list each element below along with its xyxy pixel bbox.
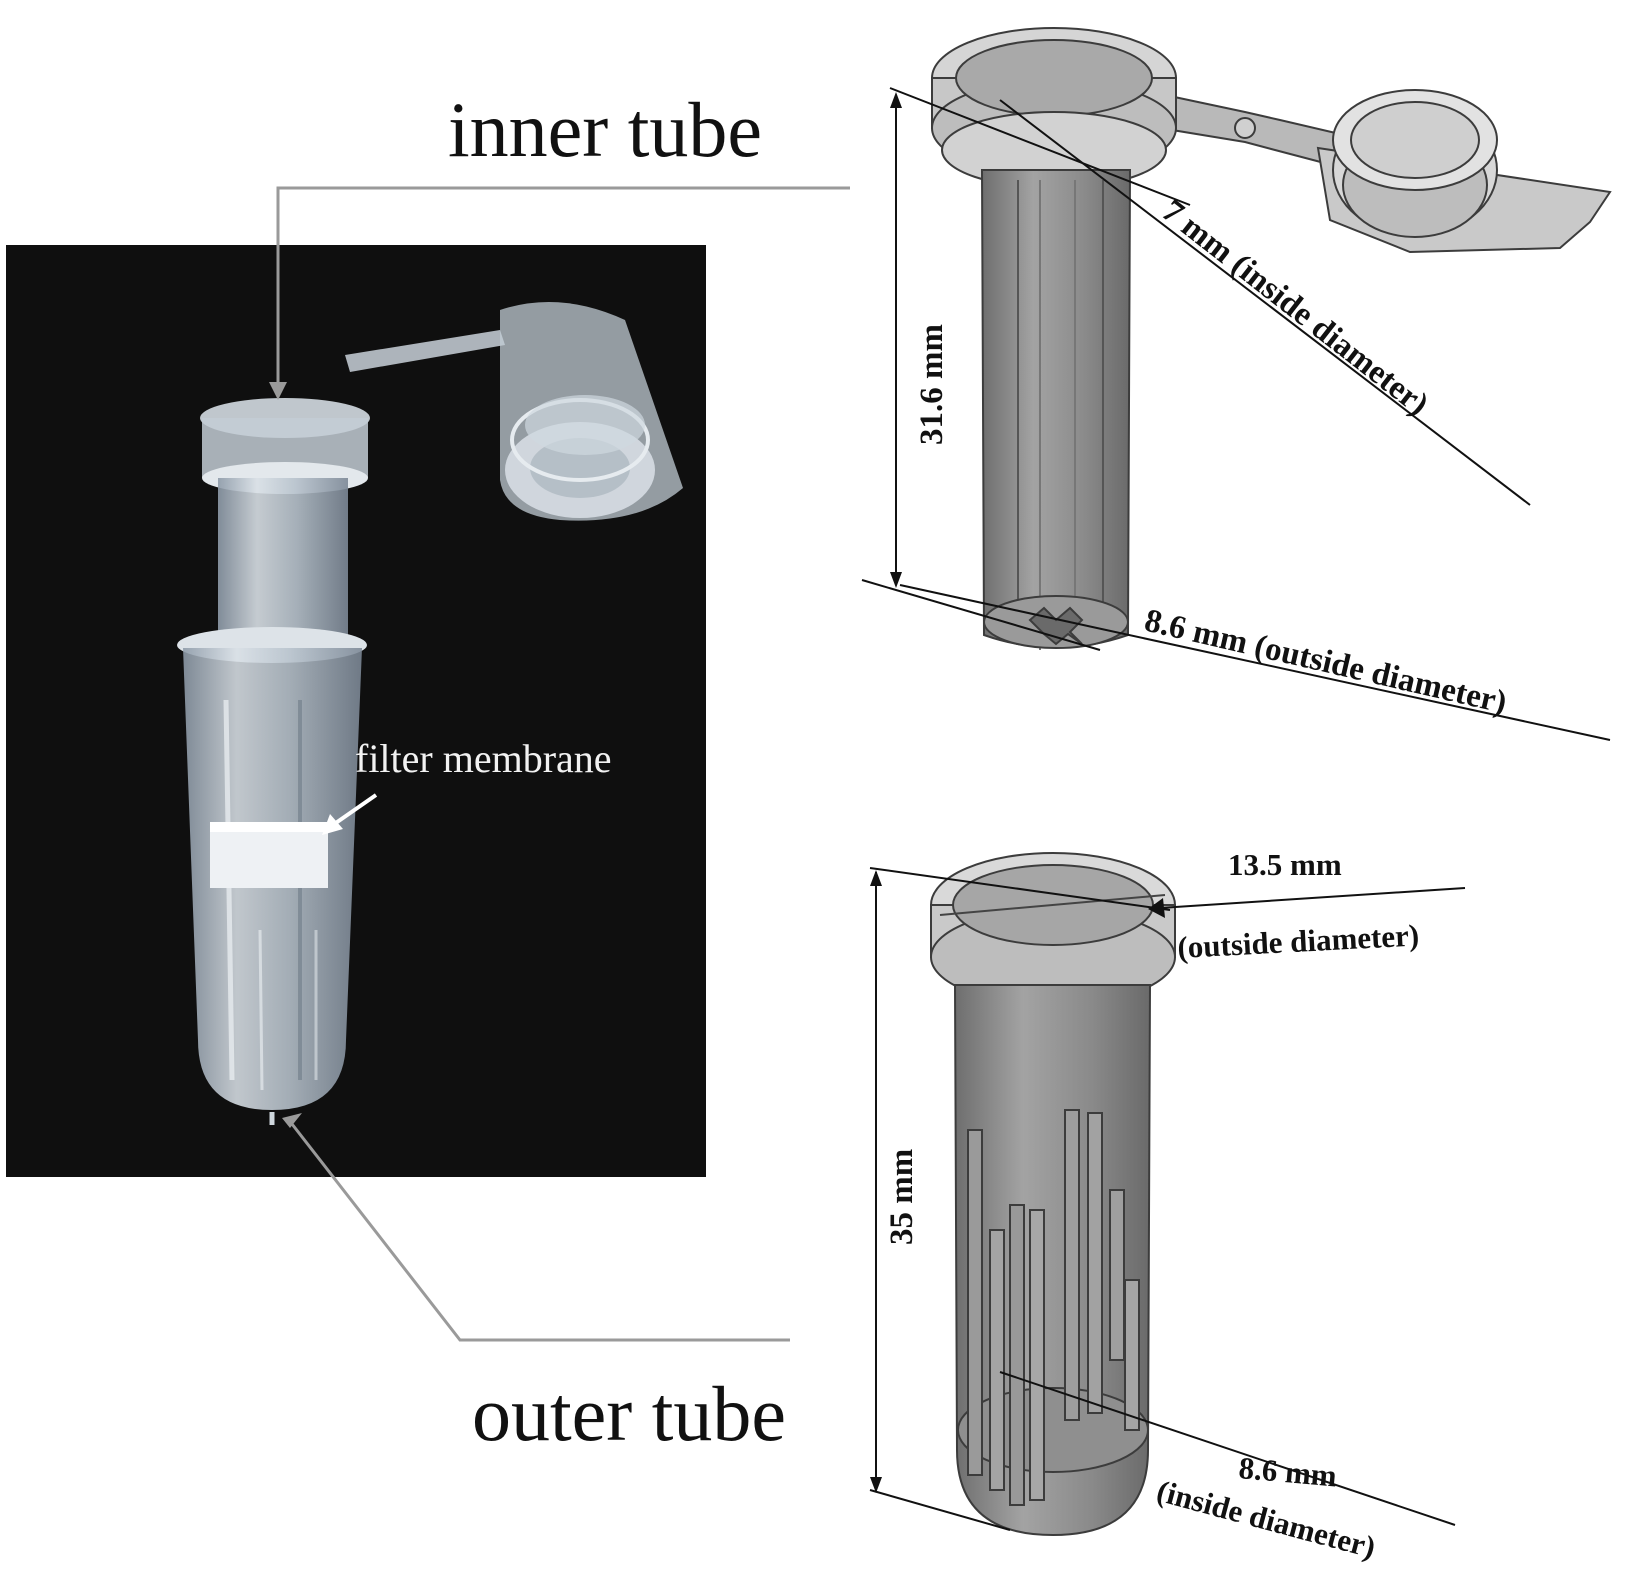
inner-height-label: 31.6 mm bbox=[914, 324, 950, 445]
outer-top-diameter-value: 13.5 mm bbox=[1228, 847, 1342, 882]
inner-dimension-lines bbox=[861, 87, 1611, 741]
filter-membrane-band bbox=[210, 822, 328, 888]
tube-photo: filter membrane bbox=[6, 245, 706, 1177]
outer-tube-drawing bbox=[930, 852, 1176, 1537]
inner-tube-drawing bbox=[931, 27, 1612, 650]
outer-tube-label: outer tube bbox=[472, 1370, 786, 1457]
inner-tube-label: inner tube bbox=[448, 86, 762, 173]
filter-arrow-shaft bbox=[328, 793, 378, 829]
outer-bottom-diameter-value: 8.6 mm bbox=[1237, 1450, 1338, 1493]
photo-outer-tube bbox=[177, 627, 367, 1125]
inner-outside-diameter-label: 8.6 mm (outside diameter) bbox=[1141, 603, 1510, 721]
filter-arrow-head bbox=[322, 814, 343, 835]
outer-dimension-lines bbox=[869, 867, 1466, 1531]
outer-top-diameter-note: (outside diameter) bbox=[1177, 917, 1420, 965]
hinge-strap bbox=[345, 330, 505, 372]
filter-membrane-label: filter membrane bbox=[355, 736, 612, 781]
inner-tube-leader bbox=[276, 186, 850, 385]
outer-height-label: 35 mm bbox=[884, 1149, 920, 1245]
photo-inner-tube bbox=[200, 398, 370, 648]
outer-tube-leader bbox=[290, 1123, 790, 1342]
photo-open-cap bbox=[500, 302, 683, 521]
leader-lines bbox=[269, 186, 850, 1342]
